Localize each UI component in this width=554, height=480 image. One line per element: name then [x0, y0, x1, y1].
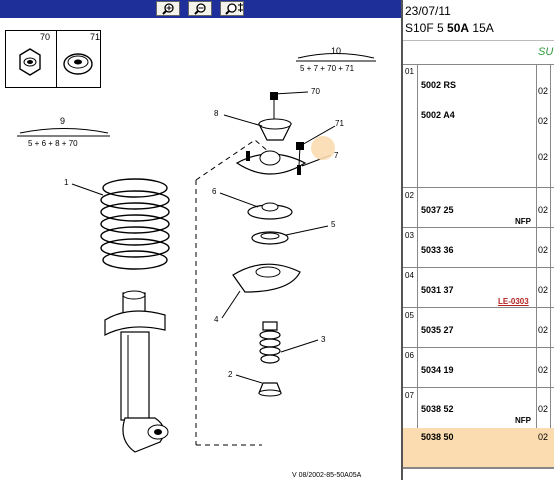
zoom-in-icon	[162, 3, 174, 15]
part-number: 5002 A4	[421, 110, 455, 120]
table-row[interactable]: 01 5002 RS 02 5002 A4 02 02	[403, 64, 554, 188]
part-number: 5033 36	[421, 245, 454, 255]
callout-7: 7	[334, 151, 339, 160]
group-10-number: 10	[331, 46, 342, 56]
part-number: 5031 37	[421, 285, 454, 295]
nfp-note: NFP	[515, 217, 531, 226]
supplement-label: SU	[538, 46, 554, 58]
zoom-out-icon	[194, 3, 206, 15]
part-number: 5034 19	[421, 365, 454, 375]
part-number: 5002 RS	[421, 80, 457, 90]
kit-label-70: 70	[40, 32, 51, 42]
model-code: S10F 5 50A 15A	[405, 21, 494, 35]
zoom-fit-icon	[225, 3, 243, 15]
zoom-toolbar	[0, 0, 401, 18]
exploded-view-diagram: 70 71	[0, 0, 403, 480]
callout-1: 1	[64, 178, 69, 187]
table-row-selected[interactable]: 5038 50 02	[403, 428, 554, 468]
service-bulletin-link[interactable]: LE-0303	[498, 297, 529, 306]
callout-2: 2	[228, 370, 233, 379]
callout-5: 5	[331, 220, 336, 229]
group-9-formula: 5 + 6 + 8 + 70	[28, 139, 78, 148]
table-row[interactable]: 05 5035 27 02	[403, 308, 554, 348]
part-number: 5035 27	[421, 325, 454, 335]
table-row[interactable]: 03 5033 36 02	[403, 228, 554, 268]
zoom-in-button[interactable]	[156, 1, 180, 16]
zoom-out-button[interactable]	[188, 1, 212, 16]
diagram-reference: V 08/2002-85-50A05A	[292, 472, 362, 479]
callout-4: 4	[214, 315, 219, 324]
cursor-highlight	[311, 136, 335, 160]
catalog-date: 23/07/11	[405, 4, 451, 18]
table-row[interactable]: 06 5034 19 02	[403, 348, 554, 388]
callout-71: 71	[335, 119, 344, 128]
group-9-number: 9	[60, 116, 66, 126]
strut-exploded-drawing	[17, 53, 376, 453]
kit-label-71: 71	[90, 32, 101, 42]
callout-6: 6	[212, 187, 217, 196]
part-number: 5038 52	[421, 404, 454, 414]
fastener-kit-box: 70 71	[5, 30, 101, 88]
group-10-formula: 5 + 7 + 70 + 71	[300, 64, 355, 73]
table-row[interactable]: 07 5038 52 NFP 02	[405, 391, 549, 425]
nfp-note: NFP	[515, 416, 531, 425]
callout-3: 3	[321, 335, 326, 344]
callout-70: 70	[311, 87, 320, 96]
table-row[interactable]: 04 5031 37 LE-0303 02	[403, 268, 554, 308]
zoom-fit-button[interactable]	[220, 1, 244, 16]
callout-8: 8	[214, 109, 219, 118]
part-number: 5037 25	[421, 205, 454, 215]
table-row[interactable]: 02 5037 25 NFP 02	[403, 188, 554, 228]
parts-table	[403, 64, 554, 469]
part-number: 5038 50	[421, 432, 454, 442]
nut-and-washer-drawing	[19, 48, 93, 76]
parts-list-panel: 23/07/11 S10F 5 50A 15A SU 01 5002 RS 02…	[403, 0, 554, 480]
